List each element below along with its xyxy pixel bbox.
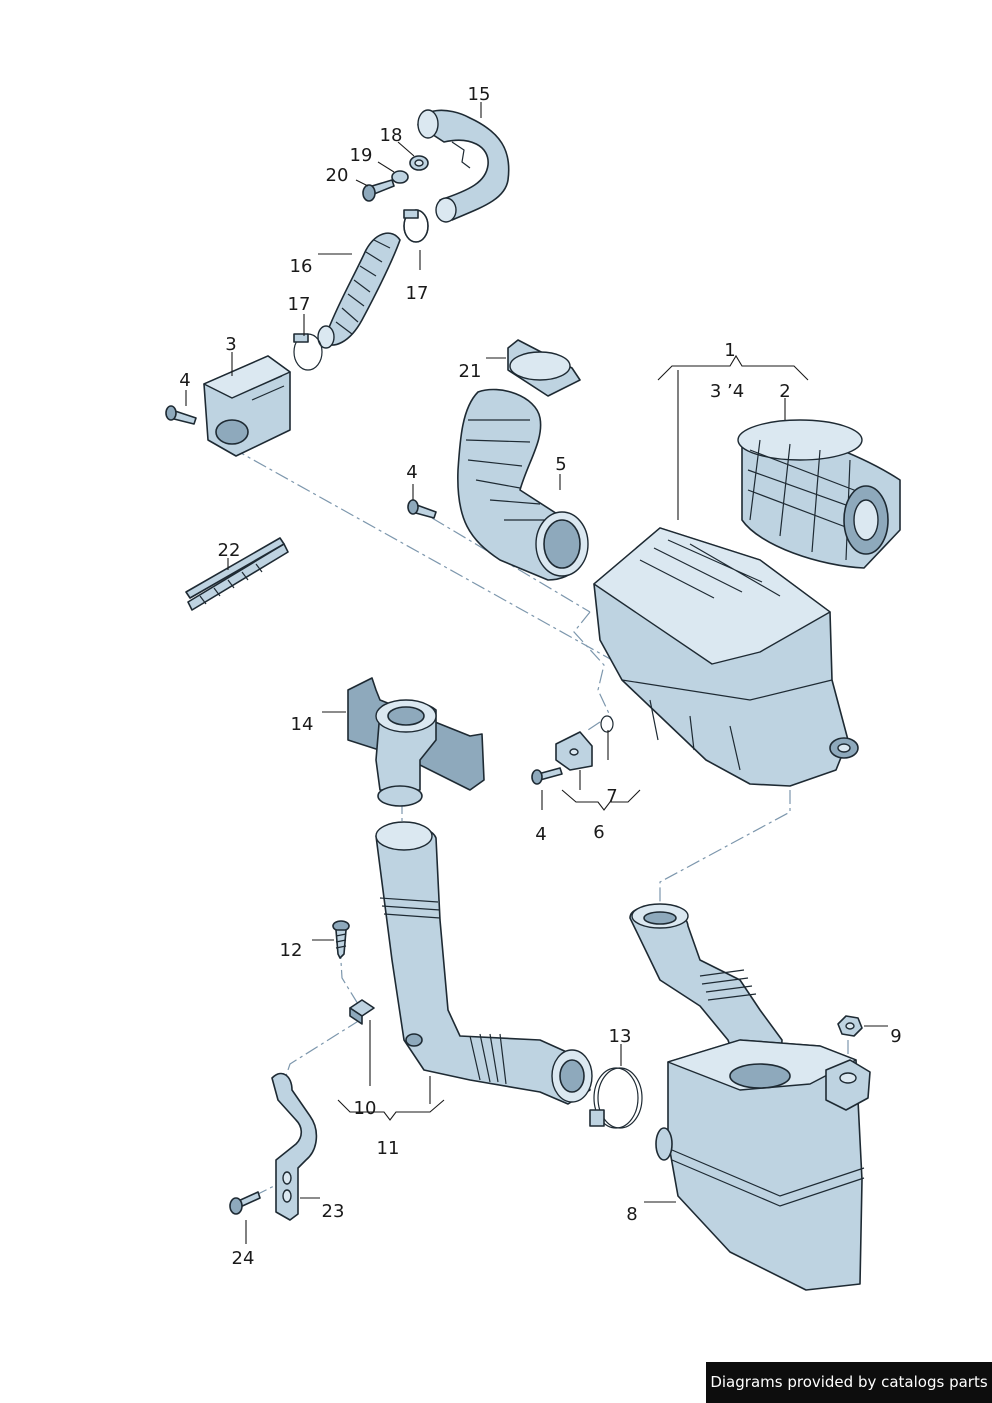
callout-9: 9	[890, 1026, 901, 1047]
leader-lines	[185, 102, 888, 1244]
part-18-seal	[409, 155, 429, 171]
part-6-bracket	[555, 731, 593, 771]
callout-21: 21	[459, 361, 482, 382]
callout-4-middle: 4	[406, 462, 417, 483]
part-4-bolt-middle	[407, 499, 437, 519]
part-24-bolt	[229, 1191, 261, 1215]
callout-6: 6	[593, 822, 604, 843]
callout-20: 20	[326, 165, 349, 186]
part-8-resonator	[629, 903, 871, 1291]
part-3-adapter-housing	[203, 355, 291, 457]
part-5-intake-hose	[457, 388, 589, 581]
assembly-lines	[231, 447, 849, 1197]
part-2-filter-element	[737, 419, 901, 569]
part-10-clip-nut	[349, 999, 375, 1025]
part-17-hose-clamp-lower	[293, 333, 323, 371]
callout-8: 8	[626, 1204, 637, 1225]
callout-18: 18	[380, 125, 403, 146]
callout-22: 22	[218, 540, 241, 561]
callout-2: 2	[779, 381, 790, 402]
callout-15: 15	[468, 84, 491, 105]
part-22-cable-tie	[185, 537, 289, 611]
callout-23: 23	[322, 1201, 345, 1222]
part-20-bolt	[362, 179, 395, 202]
part-21-cap	[507, 339, 581, 397]
callout-19: 19	[350, 145, 373, 166]
part-16-corrugated-hose	[317, 232, 401, 349]
part-4-bolt-lower	[531, 767, 563, 785]
callout-labels: 1 2 3 ’4 3 4 4 4 5 6 7 8 9 10 11 12 13 1…	[179, 84, 901, 1269]
callout-1: 1	[724, 340, 735, 361]
part-1-air-filter-housing	[593, 527, 859, 787]
attribution-footer: Diagrams provided by catalogs parts	[706, 1362, 992, 1403]
callout-24: 24	[232, 1248, 255, 1269]
callout-11: 11	[377, 1138, 400, 1159]
part-15-bent-pipe	[417, 109, 510, 223]
part-12-screw	[332, 920, 350, 959]
callout-3-4: 3 ’4	[710, 381, 744, 402]
part-17-hose-clamp-upper	[403, 209, 429, 243]
callout-3: 3	[225, 334, 236, 355]
part-9-nut	[837, 1015, 863, 1037]
part-11-lower-duct	[375, 821, 593, 1105]
callout-4-left: 4	[179, 370, 190, 391]
callout-17-upper: 17	[288, 294, 311, 315]
callout-5: 5	[555, 454, 566, 475]
part-14-intake-duct	[347, 677, 485, 807]
part-23-bracket	[271, 1072, 318, 1221]
callout-13: 13	[609, 1026, 632, 1047]
callout-4-lower: 4	[535, 824, 546, 845]
callout-17-lower: 17	[406, 283, 429, 304]
callout-7: 7	[606, 786, 617, 807]
callout-14: 14	[291, 714, 314, 735]
callout-12: 12	[280, 940, 303, 961]
callout-10: 10	[354, 1098, 377, 1119]
part-4-bolt-left	[165, 405, 197, 425]
part-19-washer	[391, 170, 409, 184]
part-7-o-ring	[600, 715, 614, 733]
callout-16: 16	[290, 256, 313, 277]
part-13-hose-clamp	[589, 1067, 643, 1129]
